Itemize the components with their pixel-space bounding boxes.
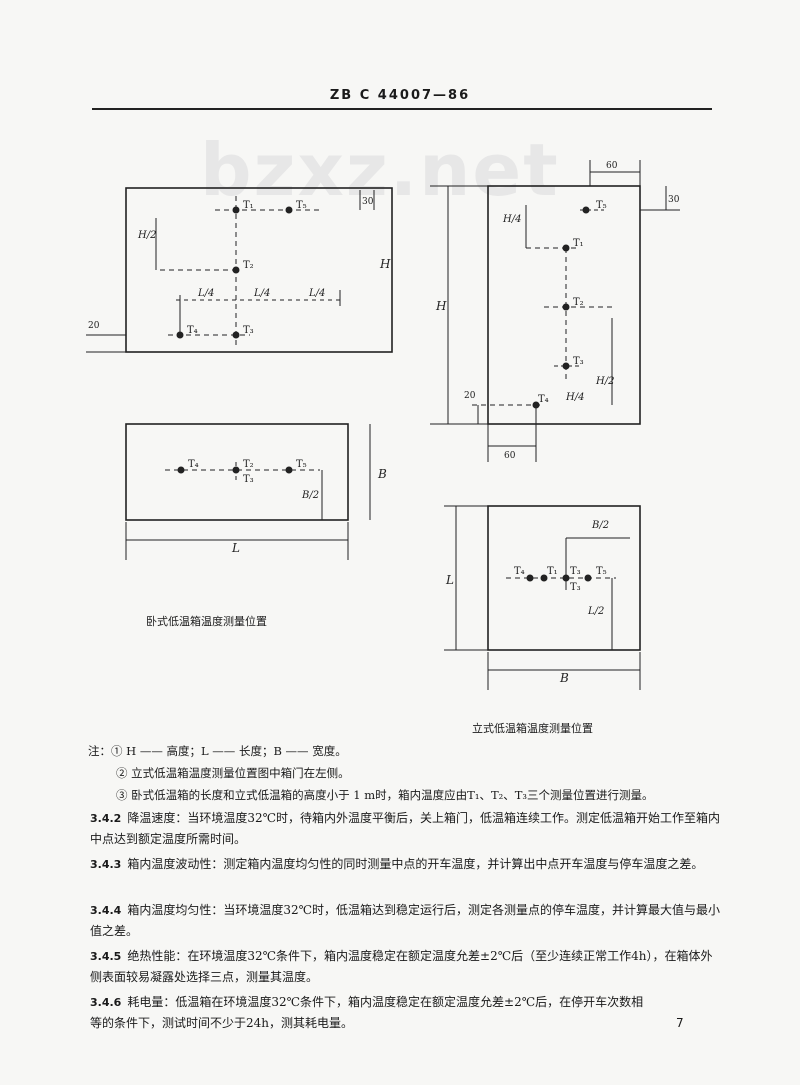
label-t2-vert: T₂ bbox=[573, 297, 584, 308]
label-t3-top: T₃ bbox=[243, 474, 254, 485]
label-h-vert: H bbox=[435, 299, 447, 313]
label-l4-b: L/4 bbox=[253, 288, 270, 299]
label-h-half: H/2 bbox=[137, 230, 156, 241]
label-t2-top: T₂ bbox=[243, 459, 254, 470]
dim-30-left: 30 bbox=[362, 197, 374, 207]
label-t4: T₄ bbox=[187, 325, 198, 336]
label-h-half-vert: H/2 bbox=[595, 376, 614, 387]
label-l-vert: L bbox=[445, 573, 454, 587]
measurement-diagrams: T₁ T₅ T₂ T₄ T₃ H/2 H L/4 L/4 L/4 30 20 T… bbox=[86, 160, 680, 690]
label-t3-vtop-b: T₃ bbox=[570, 582, 581, 593]
vertical-top-view bbox=[444, 505, 641, 690]
label-h: H bbox=[379, 257, 391, 271]
label-t4-vtop: T₄ bbox=[514, 566, 525, 577]
label-b-half-vert: B/2 bbox=[591, 520, 609, 531]
dim-30-right: 30 bbox=[668, 195, 680, 205]
label-t1: T₁ bbox=[243, 200, 254, 211]
label-t3: T₃ bbox=[243, 325, 254, 336]
label-t5-vert: T₅ bbox=[596, 200, 607, 211]
label-t5: T₅ bbox=[296, 200, 307, 211]
horizontal-front-view bbox=[86, 187, 393, 353]
vertical-front-view bbox=[430, 160, 680, 462]
watermark: bzxz.net bbox=[200, 128, 560, 212]
note-1: 注：① H —— 高度；L —— 长度；B —— 宽度。 bbox=[88, 744, 347, 758]
dim-20-right: 20 bbox=[464, 391, 476, 401]
label-b: B bbox=[377, 467, 387, 481]
label-t5-top: T₅ bbox=[296, 459, 307, 470]
label-l: L bbox=[231, 541, 240, 555]
label-t1-vtop: T₁ bbox=[547, 566, 558, 577]
note-3: ③ 卧式低温箱的长度和立式低温箱的高度小于 1 m时，箱内温度应由T₁、T₂、T… bbox=[116, 788, 654, 802]
label-t3-vert: T₃ bbox=[573, 356, 584, 367]
header-rule bbox=[92, 108, 712, 110]
label-t2: T₂ bbox=[243, 260, 254, 271]
label-l4-a: L/4 bbox=[197, 288, 214, 299]
horizontal-top-view bbox=[125, 423, 371, 560]
caption-horizontal: 卧式低温箱温度测量位置 bbox=[146, 615, 267, 628]
notes: 注：① H —— 高度；L —— 长度；B —— 宽度。 ② 立式低温箱温度测量… bbox=[88, 740, 728, 806]
label-b-half: B/2 bbox=[301, 490, 319, 501]
label-t4-vert: T₄ bbox=[538, 394, 549, 405]
dim-60-bottom: 60 bbox=[504, 451, 516, 461]
dim-20-left: 20 bbox=[88, 321, 100, 331]
label-b-vert: B bbox=[559, 671, 569, 685]
label-t1-vert: T₁ bbox=[573, 238, 584, 249]
label-l-half: L/2 bbox=[587, 606, 604, 617]
standard-code-header: ZB C 44007—86 bbox=[329, 88, 471, 103]
label-t3-vtop-a: T₃ bbox=[570, 566, 581, 577]
page-number: 7 bbox=[676, 1016, 684, 1030]
label-l4-c: L/4 bbox=[308, 288, 325, 299]
dim-60-top: 60 bbox=[606, 161, 618, 171]
label-h-quarter-b: H/4 bbox=[565, 392, 584, 403]
note-2: ② 立式低温箱温度测量位置图中箱门在左侧。 bbox=[116, 766, 350, 780]
label-t5-vtop: T₅ bbox=[596, 566, 607, 577]
label-t4-top: T₄ bbox=[188, 459, 199, 470]
caption-vertical: 立式低温箱温度测量位置 bbox=[472, 722, 593, 735]
label-h-quarter-a: H/4 bbox=[502, 214, 521, 225]
